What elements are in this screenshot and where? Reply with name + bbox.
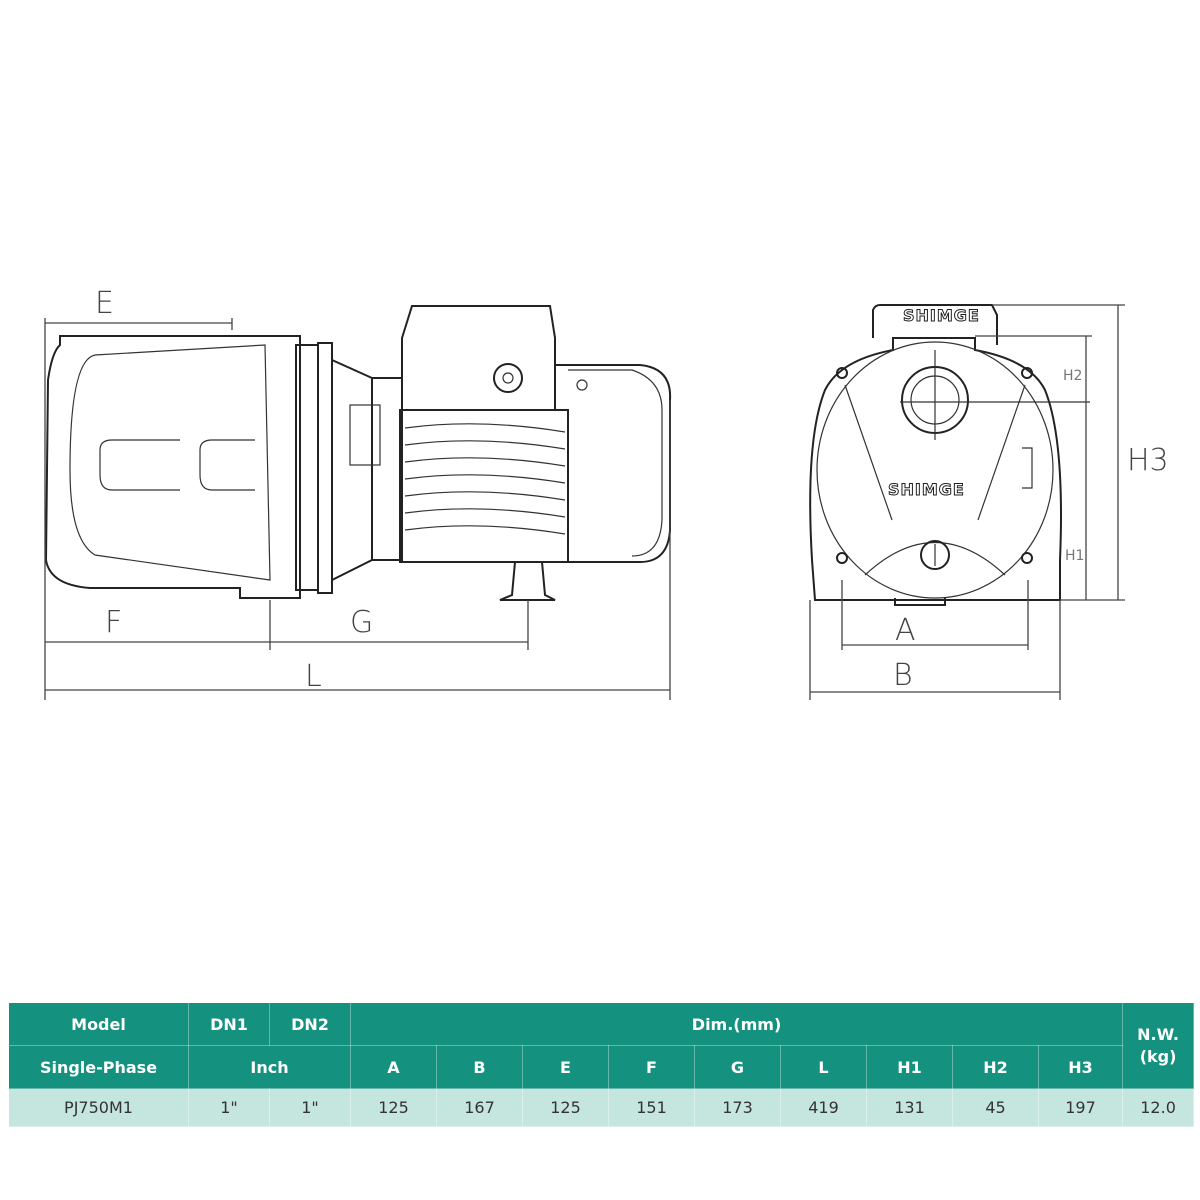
- pump-side-view: [44, 305, 672, 601]
- dim-label-a: A: [895, 613, 916, 648]
- header-dn2: DN2: [269, 1002, 351, 1046]
- header-h3: H3: [1037, 1045, 1124, 1089]
- header-dn1: DN1: [188, 1002, 270, 1046]
- header-inch: Inch: [188, 1045, 351, 1089]
- dim-label-e: E: [95, 286, 114, 321]
- header-b: B: [436, 1045, 523, 1089]
- header-g: G: [694, 1045, 781, 1089]
- dim-label-l: L: [305, 659, 322, 694]
- dim-label-g: G: [350, 605, 373, 640]
- cell-dn2: 1": [269, 1088, 351, 1127]
- header-a: A: [350, 1045, 437, 1089]
- dim-label-h2: H2: [1063, 368, 1082, 384]
- dim-label-h3: H3: [1127, 443, 1169, 478]
- cell-a: 125: [350, 1088, 437, 1127]
- front-view-dimensions: A B H2 H1 H3: [809, 304, 1169, 700]
- specification-table: Model DN1 DN2 Dim.(mm) N.W. (kg) Single-…: [8, 1002, 1195, 1127]
- header-net-weight: N.W. (kg): [1122, 1002, 1195, 1089]
- cell-e: 125: [522, 1088, 609, 1127]
- header-dim: Dim.(mm): [349, 1002, 1124, 1046]
- header-f: F: [608, 1045, 695, 1089]
- header-e: E: [522, 1045, 609, 1089]
- side-view-dimensions: E F G L: [44, 286, 671, 700]
- header-h2: H2: [952, 1045, 1039, 1089]
- cell-f: 151: [608, 1088, 695, 1127]
- header-row-1: Model DN1 DN2 Dim.(mm) N.W. (kg): [8, 1002, 1195, 1089]
- header-row-2: Single-Phase Inch A B E F G L H1 H2 H3: [8, 1045, 1194, 1089]
- pump-dimension-drawing: E F G L SHIMGE SHIMGE A B H2 H1 H3: [44, 286, 1169, 700]
- cell-h3: 197: [1037, 1088, 1124, 1127]
- cell-g: 173: [694, 1088, 781, 1127]
- logo-top: SHIMGE: [903, 306, 980, 325]
- cell-b: 167: [436, 1088, 523, 1127]
- cell-h2: 45: [952, 1088, 1039, 1127]
- dim-label-h1: H1: [1065, 548, 1084, 564]
- header-model: Model: [8, 1002, 189, 1046]
- cell-model: PJ750M1: [8, 1088, 189, 1127]
- cell-net-weight: 12.0: [1122, 1088, 1195, 1127]
- logo-front: SHIMGE: [888, 480, 965, 499]
- dim-label-f: F: [105, 605, 122, 640]
- pump-front-view: SHIMGE SHIMGE: [809, 304, 1090, 606]
- dim-label-b: B: [893, 658, 913, 693]
- header-h1: H1: [866, 1045, 953, 1089]
- cell-l: 419: [780, 1088, 867, 1127]
- header-l: L: [780, 1045, 867, 1089]
- cell-dn1: 1": [188, 1088, 270, 1127]
- table-row: PJ750M1 1" 1" 125 167 125 151 173 419 13…: [8, 1088, 1195, 1127]
- header-single-phase: Single-Phase: [8, 1045, 189, 1089]
- cell-h1: 131: [866, 1088, 953, 1127]
